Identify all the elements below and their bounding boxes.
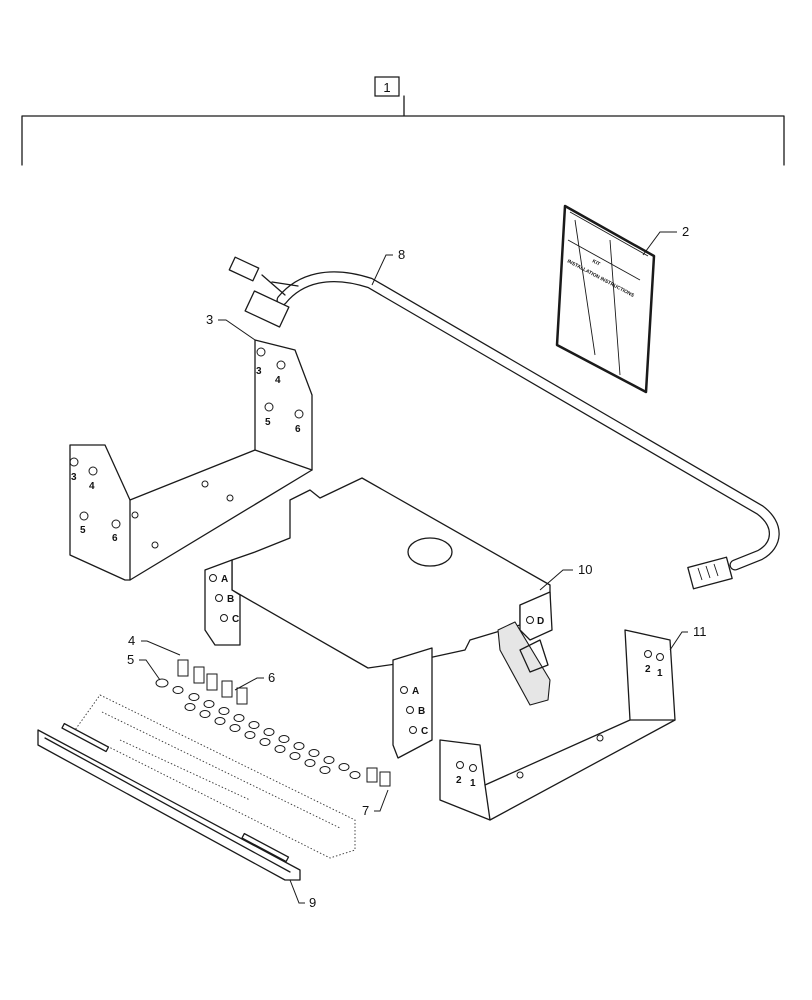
callout-8: 8 (398, 247, 405, 262)
callout-11: 11 (693, 624, 707, 639)
bracket11-hole-1a: 1 (657, 668, 663, 679)
hardware-set (155, 659, 391, 787)
bracket11-hole-2a: 2 (645, 664, 651, 675)
callout-1: 1 (383, 80, 390, 95)
bracket3-hole-5b: 5 (80, 525, 86, 536)
callout-4: 4 (128, 633, 135, 648)
bracket3-hole-4a: 4 (275, 375, 281, 386)
plate-hole-d: D (537, 616, 544, 627)
bracket3-hole-5a: 5 (265, 417, 271, 428)
installation-manual: INSTALLATION INSTRUCTIONS KIT (555, 204, 656, 394)
callout-9: 9 (309, 895, 316, 910)
kit-bracket: 1 (21, 76, 785, 166)
harness-connector-large (244, 290, 290, 328)
plate-hole-b-left: B (227, 594, 234, 605)
bracket3-hole-4b: 4 (89, 481, 95, 492)
callout-7: 7 (362, 803, 369, 818)
plate-hole-a-left: A (221, 574, 228, 585)
bracket-right: 2 1 2 1 (439, 629, 676, 821)
manual-kit: KIT (591, 258, 601, 267)
callout-2: 2 (682, 224, 689, 239)
callout-5: 5 (127, 652, 134, 667)
wire-harness (228, 256, 780, 590)
harness-connector-end (687, 556, 733, 590)
plate-hole-b-front: B (418, 706, 425, 717)
bracket11-hole-1b: 1 (470, 778, 476, 789)
plate-hole-c-left: C (232, 614, 239, 625)
callout-box-1 (374, 76, 400, 97)
bracket3-hole-6a: 6 (295, 424, 301, 435)
mounting-plate: A B C A B C D (204, 477, 553, 759)
bracket3-hole-6b: 6 (112, 533, 118, 544)
plate-latch (497, 621, 551, 706)
plate-hole-a-front: A (412, 686, 419, 697)
callout-10: 10 (578, 562, 592, 577)
bracket11-hole-2b: 2 (456, 775, 462, 786)
mounting-rail (37, 694, 356, 881)
harness-connector-small (228, 256, 260, 282)
bracket3-hole-3a: 3 (256, 366, 262, 377)
bracket-left: 3 4 5 6 3 4 5 6 (69, 339, 313, 581)
plate-center-hole (407, 537, 453, 567)
plate-hole-c-front: C (421, 726, 428, 737)
callout-6: 6 (268, 670, 275, 685)
callout-3: 3 (206, 312, 213, 327)
bracket3-hole-3b: 3 (71, 472, 77, 483)
